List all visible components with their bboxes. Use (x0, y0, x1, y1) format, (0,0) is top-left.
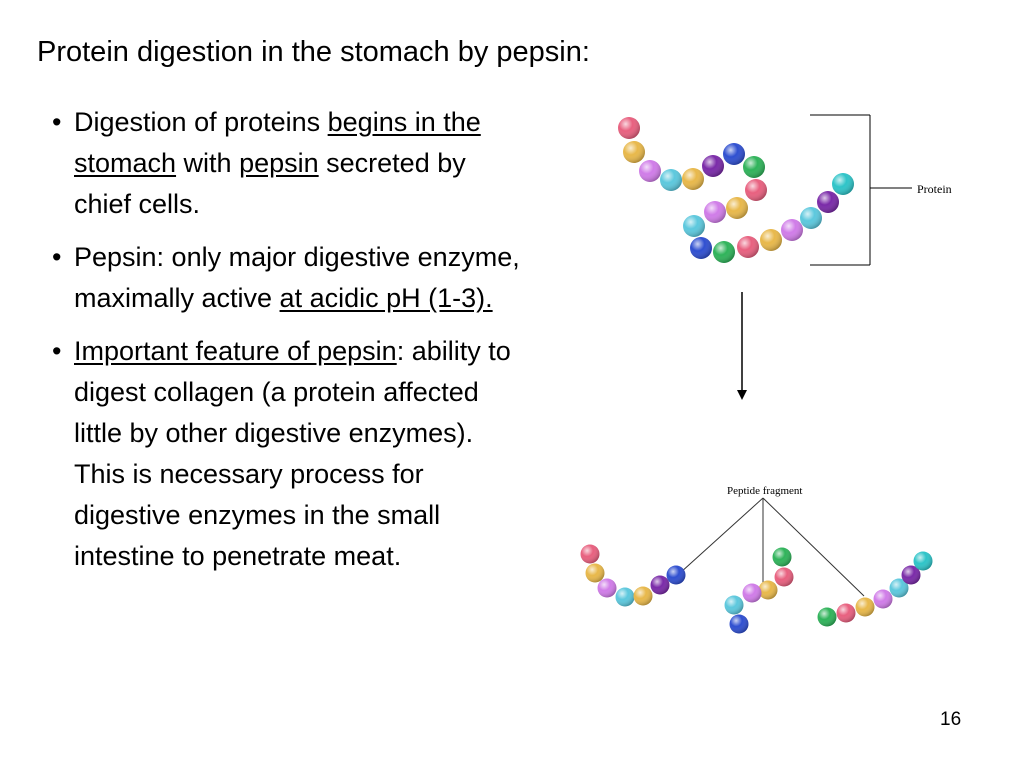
amino-acid-bead (729, 614, 749, 634)
amino-acid-bead (800, 207, 822, 229)
peptide-fragment-label: Peptide fragment (727, 485, 802, 497)
protein-label: Protein (917, 182, 952, 196)
amino-acid-bead (724, 595, 744, 615)
amino-acid-bead (682, 168, 704, 190)
page-number: 16 (940, 709, 961, 730)
amino-acid-bead (713, 241, 735, 263)
bullet-list: • Digestion of proteins begins in the st… (52, 102, 522, 589)
amino-acid-bead (873, 589, 893, 609)
amino-acid-bead (817, 607, 837, 627)
amino-acid-bead (585, 563, 605, 583)
amino-acid-bead (702, 155, 724, 177)
amino-acid-bead (742, 583, 762, 603)
amino-acid-bead (580, 544, 600, 564)
amino-acid-bead (690, 237, 712, 259)
amino-acid-bead (723, 143, 745, 165)
amino-acid-bead (615, 587, 635, 607)
protein-chain (618, 117, 854, 263)
amino-acid-bead (832, 173, 854, 195)
amino-acid-bead (639, 160, 661, 182)
amino-acid-bead (774, 567, 794, 587)
bullet-dot: • (52, 336, 62, 366)
amino-acid-bead (623, 141, 645, 163)
peptide-fragments (580, 544, 933, 634)
bullet-item: • Digestion of proteins begins in the st… (52, 102, 522, 225)
peptide-pointer-lines (679, 497, 865, 597)
amino-acid-bead (726, 197, 748, 219)
bullet-text: Important feature of pepsin: ability to … (74, 336, 511, 571)
amino-acid-bead (855, 597, 875, 617)
bullet-item: • Important feature of pepsin: ability t… (52, 331, 522, 577)
amino-acid-bead (683, 215, 705, 237)
amino-acid-bead (737, 236, 759, 258)
amino-acid-bead (817, 191, 839, 213)
bullet-text: Digestion of proteins begins in the stom… (74, 107, 481, 219)
bullet-dot: • (52, 107, 62, 137)
bullet-text: Pepsin: only major digestive enzyme, max… (74, 242, 520, 313)
amino-acid-bead (781, 219, 803, 241)
amino-acid-bead (745, 179, 767, 201)
amino-acid-bead (666, 565, 686, 585)
amino-acid-bead (836, 603, 856, 623)
amino-acid-bead (650, 575, 670, 595)
amino-acid-bead (889, 578, 909, 598)
protein-bracket (810, 114, 912, 266)
amino-acid-bead (901, 565, 921, 585)
bullet-dot: • (52, 242, 62, 272)
bullet-item: • Pepsin: only major digestive enzyme, m… (52, 237, 522, 319)
amino-acid-bead (772, 547, 792, 567)
amino-acid-bead (758, 580, 778, 600)
amino-acid-bead (743, 156, 765, 178)
amino-acid-bead (633, 586, 653, 606)
amino-acid-bead (913, 551, 933, 571)
amino-acid-bead (704, 201, 726, 223)
amino-acid-bead (597, 578, 617, 598)
amino-acid-bead (760, 229, 782, 251)
amino-acid-bead (618, 117, 640, 139)
amino-acid-bead (660, 169, 682, 191)
down-arrow-icon (737, 292, 747, 400)
slide-title: Protein digestion in the stomach by peps… (37, 36, 590, 68)
